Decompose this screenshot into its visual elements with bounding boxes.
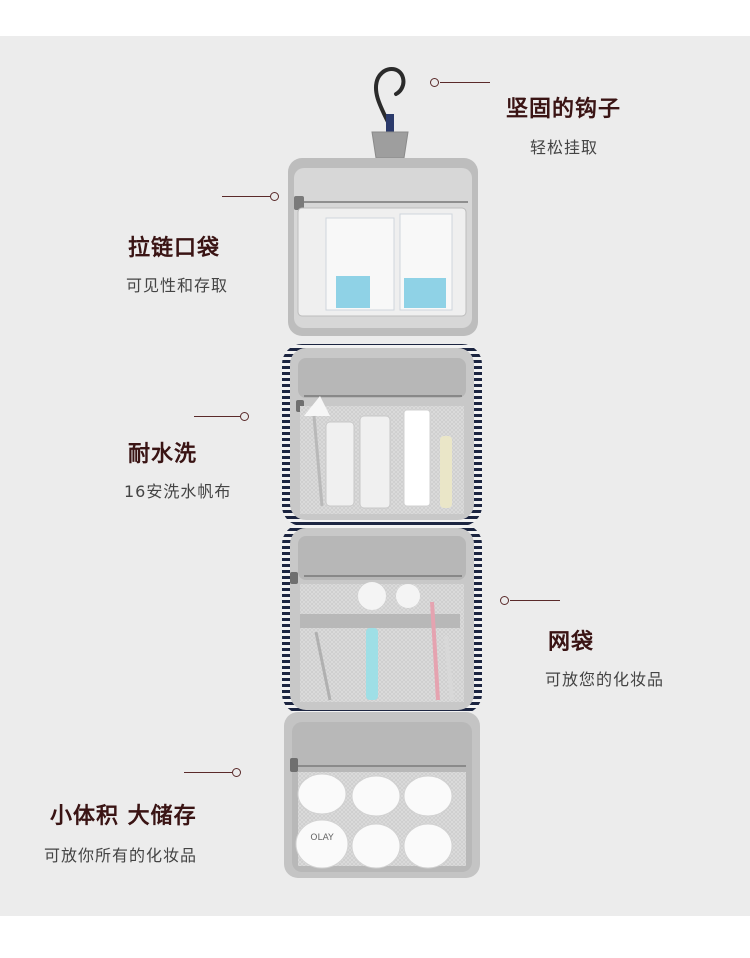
compartment-brushes-2 bbox=[282, 524, 482, 714]
washable-callout-line bbox=[194, 416, 240, 417]
capacity-title: 小体积 大储存 bbox=[50, 804, 197, 829]
mesh-pocket-subtitle: 可放您的化妆品 bbox=[545, 670, 665, 689]
hanging-toiletry-bag-illustration: OLAY bbox=[282, 67, 482, 878]
mesh-pocket-title: 网袋 bbox=[548, 630, 595, 655]
hook-subtitle: 轻松挂取 bbox=[530, 138, 599, 157]
washable-callout-dot bbox=[240, 412, 249, 421]
jar-brand-label: OLAY bbox=[310, 833, 334, 843]
washable-title: 耐水洗 bbox=[128, 442, 198, 467]
bottom-compartment-jars: OLAY bbox=[284, 712, 480, 878]
hook-callout-dot bbox=[430, 78, 439, 87]
capacity-subtitle: 可放你所有的化妆品 bbox=[44, 846, 198, 865]
hook-title: 坚固的钩子 bbox=[506, 97, 622, 122]
compartment-brushes-1 bbox=[282, 344, 482, 526]
zip-pocket-title: 拉链口袋 bbox=[128, 236, 221, 261]
product-stage: OLAY 坚固的钩子 轻松挂取 拉链口袋 可见性和存取 耐水洗 16安洗水帆布 … bbox=[0, 36, 750, 916]
top-panel-zip-pocket bbox=[288, 158, 478, 336]
washable-subtitle: 16安洗水帆布 bbox=[124, 482, 232, 501]
zip-pocket-callout-dot bbox=[270, 192, 279, 201]
zip-pocket-callout-line bbox=[222, 196, 270, 197]
mesh-pocket-callout-line bbox=[510, 600, 560, 601]
zip-pocket-subtitle: 可见性和存取 bbox=[126, 276, 229, 295]
capacity-callout-line bbox=[184, 772, 232, 773]
capacity-callout-dot bbox=[232, 768, 241, 777]
mesh-pocket-callout-dot bbox=[500, 596, 509, 605]
metal-hook bbox=[371, 67, 409, 159]
hook-callout-line bbox=[440, 82, 490, 83]
